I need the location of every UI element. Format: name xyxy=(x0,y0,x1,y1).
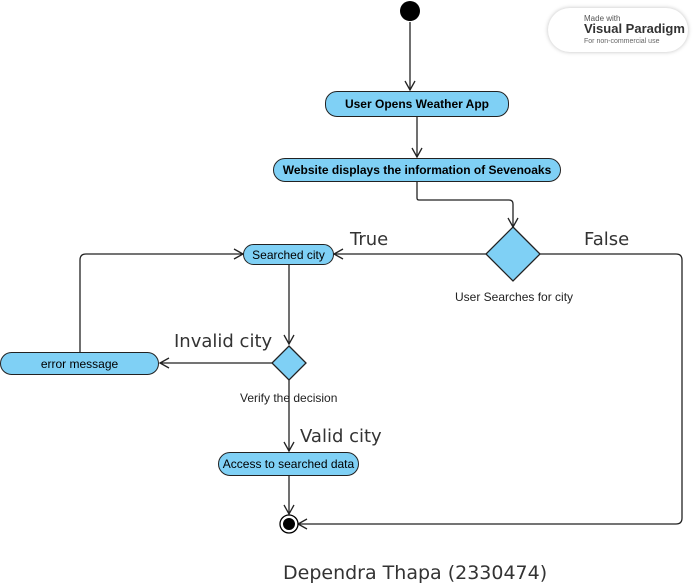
action-searched-city: Searched city xyxy=(243,244,334,265)
decision-verify xyxy=(271,345,307,381)
edge-display-to-decision xyxy=(416,182,519,229)
decision-label-user-searches: User Searches for city xyxy=(455,290,574,304)
guard-true: True xyxy=(350,229,389,250)
action-user-opens-app: User Opens Weather App xyxy=(325,91,509,117)
decision-user-searches xyxy=(485,226,541,282)
edge-error-to-searched xyxy=(79,248,245,352)
final-node-inner xyxy=(283,518,295,530)
decision-label-verify: Verify the decision xyxy=(240,391,338,405)
guard-invalid-city: Invalid city xyxy=(174,331,273,352)
initial-node xyxy=(400,1,420,21)
action-error-message: error message xyxy=(0,352,159,375)
action-display-info: Website displays the information of Seve… xyxy=(273,158,561,182)
guard-valid-city: Valid city xyxy=(300,426,382,447)
watermark-badge xyxy=(548,8,688,52)
watermark-note: For non-commercial use xyxy=(584,38,660,45)
watermark-brand: Visual Paradigm xyxy=(584,21,685,36)
action-access-data: Access to searched data xyxy=(218,452,359,476)
author-caption: Dependra Thapa (2330474) xyxy=(283,562,548,584)
edge-decision-false xyxy=(296,253,683,530)
watermark-made-with: Made with xyxy=(584,14,621,23)
guard-false: False xyxy=(584,229,630,250)
